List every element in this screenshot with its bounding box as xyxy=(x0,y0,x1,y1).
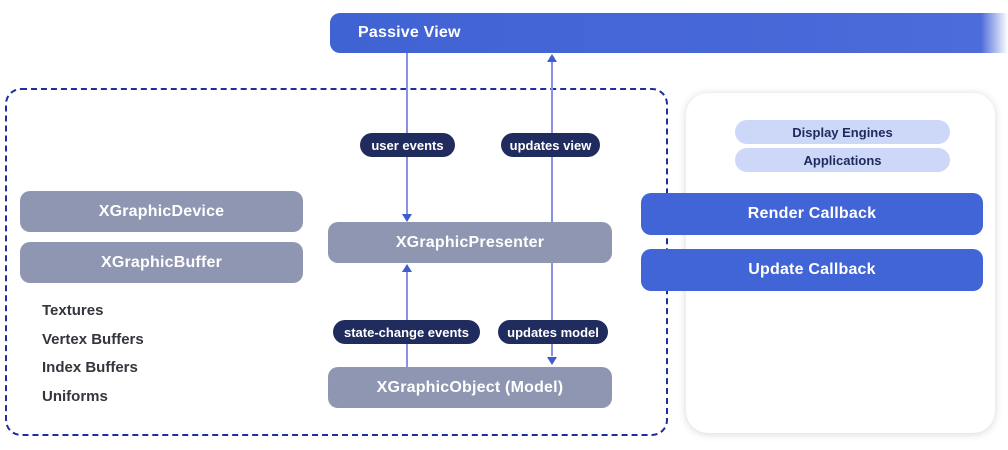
render-callback-node: Render Callback xyxy=(641,193,983,235)
arrow-down-icon xyxy=(547,357,557,365)
passive-view-label: Passive View xyxy=(358,24,461,41)
list-item-uniforms: Uniforms xyxy=(42,387,108,405)
update-callback-node: Update Callback xyxy=(641,249,983,291)
arrow-up-icon xyxy=(547,54,557,62)
xgraphicbuffer-node: XGraphicBuffer xyxy=(20,242,303,283)
arrow-up-icon xyxy=(402,264,412,272)
xgraphicdevice-node: XGraphicDevice xyxy=(20,191,303,232)
updates-view-pill: updates view xyxy=(501,133,600,157)
passive-view-node: Passive View xyxy=(330,13,1008,53)
list-item-index-buffers: Index Buffers xyxy=(42,359,138,377)
xgraphicpresenter-node: XGraphicPresenter xyxy=(328,222,612,263)
updates-model-label: updates model xyxy=(507,324,599,340)
update-callback-label: Update Callback xyxy=(748,261,876,278)
xgraphicbuffer-label: XGraphicBuffer xyxy=(100,253,223,271)
xgraphicpresenter-label: XGraphicPresenter xyxy=(395,233,545,251)
updates-model-pill: updates model xyxy=(498,320,608,344)
state-change-events-pill: state-change events xyxy=(333,320,480,344)
list-item-textures: Textures xyxy=(42,302,104,319)
updates-view-label: updates view xyxy=(509,137,592,153)
list-item-vertex-buffers: Vertex Buffers xyxy=(42,330,144,348)
resource-list: Textures Vertex Buffers Index Buffers Un… xyxy=(42,297,144,411)
applications-tag: Applications xyxy=(735,148,950,172)
xgraphicobject-model-node: XGraphicObject (Model) xyxy=(328,367,612,408)
user-events-pill: user events xyxy=(360,133,455,157)
display-engines-label: Display Engines xyxy=(792,124,893,140)
xgraphicdevice-label: XGraphicDevice xyxy=(98,202,225,220)
connector-presenter-to-model xyxy=(551,263,553,356)
applications-label: Applications xyxy=(803,152,882,168)
state-change-events-label: state-change events xyxy=(344,324,469,340)
display-engines-tag: Display Engines xyxy=(735,120,950,144)
arrow-down-icon xyxy=(402,214,412,222)
xgraphicobject-label: XGraphicObject (Model) xyxy=(376,378,564,396)
render-callback-label: Render Callback xyxy=(747,205,877,222)
user-events-label: user events xyxy=(371,137,444,153)
